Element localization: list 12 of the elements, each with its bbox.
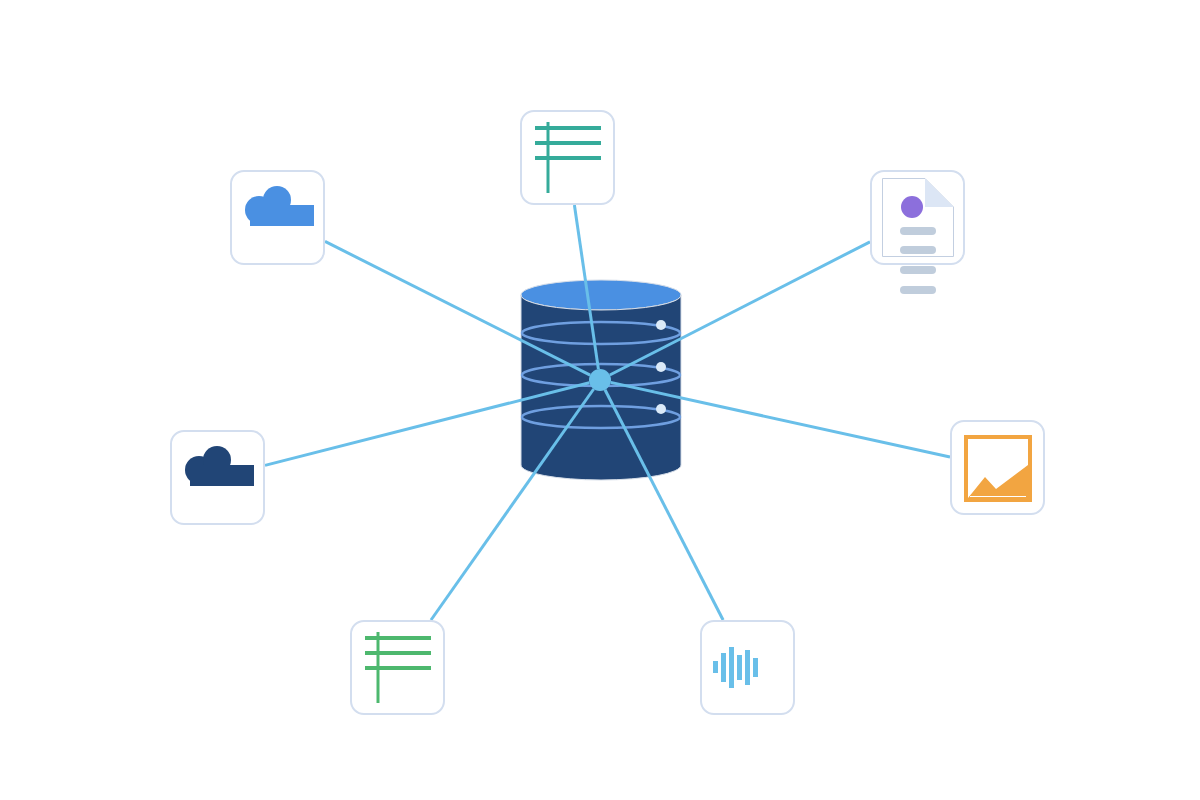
icon-tile — [170, 430, 265, 525]
connector-line — [609, 240, 871, 377]
icon-tile — [520, 110, 615, 205]
connector-line — [610, 380, 951, 459]
connector-line — [264, 381, 590, 467]
icon-tile — [230, 170, 325, 265]
icon-tile — [350, 620, 445, 715]
connector-line — [429, 388, 595, 621]
icon-tile — [700, 620, 795, 715]
connector-line — [324, 240, 591, 377]
icon-tile — [950, 420, 1045, 515]
connector-line — [603, 389, 725, 621]
